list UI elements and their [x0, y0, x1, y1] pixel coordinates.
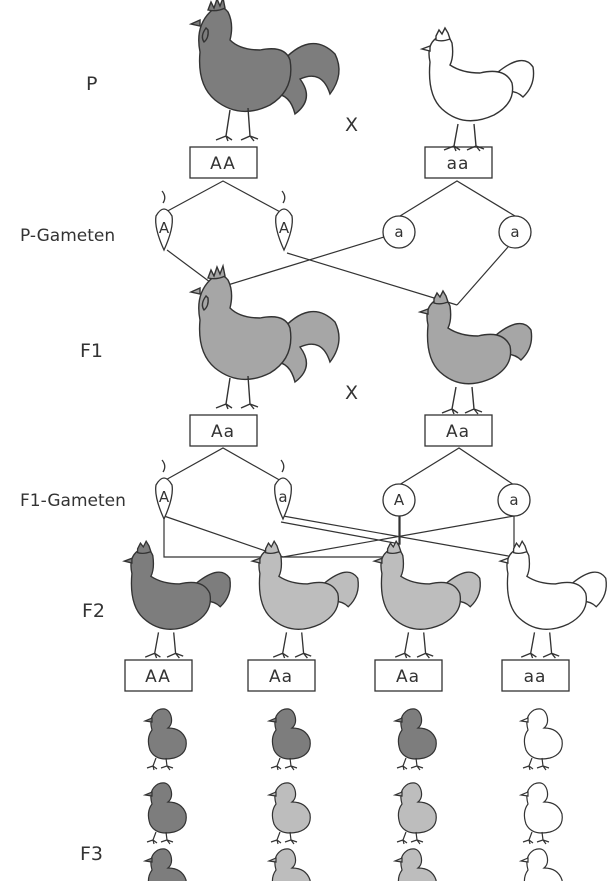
hen-icon-f2-3	[373, 540, 481, 659]
genotype-box-f1-hen	[424, 414, 493, 447]
chick-icon	[520, 708, 563, 771]
line-p-rooster-gametes	[161, 180, 285, 215]
label-p: P	[86, 73, 97, 95]
hen-icon-f2-2	[251, 540, 359, 659]
rooster-icon-f1	[190, 265, 340, 410]
f1-gamete-egg-icon-2: a	[497, 483, 531, 517]
p-gamete-sperm-icon-2: A	[275, 190, 293, 252]
line-f2-aa2	[280, 516, 401, 545]
chick-icon	[268, 782, 311, 845]
genotype-f2-2: Aa	[269, 667, 293, 687]
p-gamete-label-2: A	[279, 219, 290, 237]
chick-icon	[144, 708, 187, 771]
p-gamete-label-4: a	[510, 223, 519, 241]
f1-gamete-egg-icon-1: A	[382, 483, 416, 517]
f1-gamete-label-1: A	[159, 488, 170, 506]
p-gamete-egg-icon-1: a	[382, 215, 416, 249]
f1-gamete-sperm-icon-2: a	[274, 459, 292, 521]
label-p-gametes: P-Gameten	[20, 226, 115, 246]
chick-icon	[520, 848, 563, 886]
cross-symbol-f1: X	[345, 382, 358, 404]
line-pg4-f1-hen	[456, 246, 509, 306]
label-f2: F2	[82, 600, 105, 622]
genotype-box-f2-3	[374, 659, 443, 692]
p-gamete-label-3: a	[394, 223, 403, 241]
genotype-f1-hen: Aa	[446, 422, 470, 442]
hen-icon-f1	[419, 290, 533, 415]
chick-icon	[394, 782, 437, 845]
p-gamete-label-1: A	[159, 219, 170, 237]
genotype-f2-1: AA	[145, 667, 171, 687]
p-gamete-egg-icon-2: a	[498, 215, 532, 249]
label-f1-gametes: F1-Gameten	[20, 491, 126, 511]
line-f2-aa-cross	[163, 515, 515, 558]
label-f1: F1	[80, 340, 103, 362]
genotype-p-hen: aa	[447, 154, 470, 174]
label-f3: F3	[80, 843, 103, 865]
hen-icon-p	[421, 27, 535, 152]
line-f1-hen-gametes	[398, 447, 515, 486]
genotype-f2-4: aa	[524, 667, 547, 687]
cross-symbol-p: X	[345, 114, 358, 136]
f1-gamete-sperm-icon-1: A	[155, 459, 173, 521]
f1-gamete-label-3: A	[394, 491, 405, 509]
line-pg2-f1-hen	[286, 252, 458, 306]
f3-chicks-grid	[144, 708, 563, 886]
line-f1-rooster-gametes	[161, 447, 284, 483]
genotype-box-f2-2	[247, 659, 316, 692]
line-p-hen-gametes	[399, 180, 516, 217]
chick-icon	[394, 708, 437, 771]
genotype-f1-rooster: Aa	[211, 422, 235, 442]
chick-icon	[144, 782, 187, 845]
f1-gamete-label-4: a	[509, 491, 518, 509]
genotype-p-rooster: AA	[210, 154, 236, 174]
chick-icon	[268, 708, 311, 771]
genotype-box-p-hen	[424, 146, 493, 179]
genotype-f2-3: Aa	[396, 667, 420, 687]
genotype-box-f2-1	[124, 659, 193, 692]
hen-icon-f2-1	[123, 540, 231, 659]
p-gamete-sperm-icon-1: A	[155, 190, 173, 252]
genotype-box-p-rooster	[189, 146, 258, 179]
chick-icon	[520, 782, 563, 845]
rooster-icon-p	[190, 0, 340, 142]
genotype-box-f2-4	[501, 659, 570, 692]
genotype-box-f1-rooster	[189, 414, 258, 447]
f1-gamete-label-2: a	[278, 488, 287, 506]
line-pg3-f1-rooster	[217, 236, 385, 289]
hen-icon-f2-4	[499, 540, 607, 659]
chick-icon	[394, 848, 437, 886]
chick-icon	[268, 848, 311, 886]
chick-icon	[144, 848, 187, 886]
